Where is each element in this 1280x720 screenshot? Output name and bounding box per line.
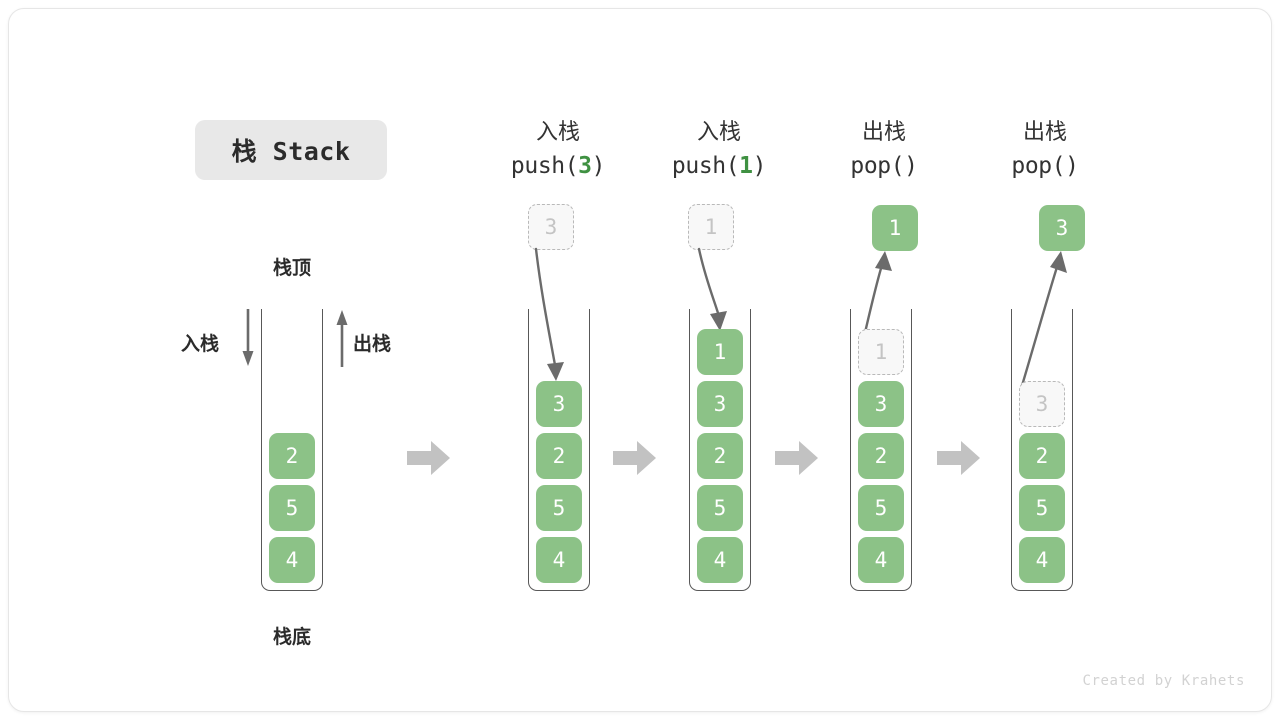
column-header-push-1: 入栈 push(1) — [629, 116, 809, 183]
column-header-code: pop() — [1011, 152, 1079, 179]
stack-top-label: 栈顶 — [272, 258, 311, 279]
column-header-pop-3: 出栈 pop() — [955, 116, 1135, 183]
push-motion-arrow-icon — [534, 247, 564, 381]
stack-cell: 4 — [536, 537, 582, 583]
pop-legend-label: 出栈 — [353, 334, 392, 355]
transition-arrow-icon — [613, 441, 656, 475]
diagram-card: 栈 Stack 栈顶 栈底 入栈 出栈 2 5 4 入栈 push(3) 3 — [8, 8, 1272, 712]
stack-container-pop-3: 3 2 5 4 — [1011, 309, 1073, 591]
stack-container-pop-1: 1 3 2 5 4 — [850, 309, 912, 591]
ghost-cell-push-1: 1 — [688, 204, 734, 250]
push-direction-arrow-icon — [242, 309, 254, 366]
stack-cell: 2 — [858, 433, 904, 479]
stack-frame — [261, 309, 323, 591]
stack-frame — [1011, 309, 1073, 591]
column-header-code: push(1) — [671, 152, 767, 179]
stack-cell: 2 — [1019, 433, 1065, 479]
pop-direction-arrow-icon — [336, 310, 348, 367]
stack-frame — [528, 309, 590, 591]
stack-cell: 5 — [536, 485, 582, 531]
popped-cell-3: 3 — [1039, 205, 1085, 251]
stack-cell: 4 — [1019, 537, 1065, 583]
stack-bottom-label: 栈底 — [272, 627, 311, 648]
stack-cell: 3 — [858, 381, 904, 427]
ghost-cell-popped: 1 — [858, 329, 904, 375]
ghost-cell-popped: 3 — [1019, 381, 1065, 427]
stack-frame — [689, 309, 751, 591]
column-header-code: pop() — [850, 152, 918, 179]
stack-cell: 3 — [697, 381, 743, 427]
stack-cell: 2 — [536, 433, 582, 479]
page-title: 栈 Stack — [231, 137, 351, 166]
popped-cell-1: 1 — [872, 205, 918, 251]
stack-cell: 5 — [697, 485, 743, 531]
diagram-title-pill: 栈 Stack — [195, 120, 387, 180]
column-header-cn: 出栈 — [1022, 119, 1067, 144]
column-header-cn: 入栈 — [696, 119, 741, 144]
ghost-cell-push-3: 3 — [528, 204, 574, 250]
stack-cell: 5 — [269, 485, 315, 531]
watermark: Created by Krahets — [1082, 673, 1245, 689]
stack-cell: 1 — [697, 329, 743, 375]
column-header-code: push(3) — [510, 152, 606, 179]
column-header-pop-1: 出栈 pop() — [794, 116, 974, 183]
stack-cell: 5 — [1019, 485, 1065, 531]
stack-cell: 4 — [269, 537, 315, 583]
pop-motion-arrow-icon — [1019, 251, 1067, 391]
transition-arrow-icon — [775, 441, 818, 475]
column-header-push-3: 入栈 push(3) — [468, 116, 648, 183]
stack-cell: 3 — [536, 381, 582, 427]
stack-cell: 2 — [697, 433, 743, 479]
push-motion-arrow-icon — [697, 247, 727, 331]
stack-cell: 5 — [858, 485, 904, 531]
push-legend-label: 入栈 — [181, 334, 220, 355]
stack-cell: 4 — [697, 537, 743, 583]
stack-container-push-3: 3 2 5 4 — [528, 309, 590, 591]
stack-container-initial: 2 5 4 — [261, 309, 323, 591]
column-header-cn: 出栈 — [861, 119, 906, 144]
stack-container-push-1: 1 3 2 5 4 — [689, 309, 751, 591]
stack-cell: 2 — [269, 433, 315, 479]
transition-arrow-icon — [407, 441, 450, 475]
stack-cell: 4 — [858, 537, 904, 583]
stack-frame — [850, 309, 912, 591]
column-header-cn: 入栈 — [535, 119, 580, 144]
transition-arrow-icon — [937, 441, 980, 475]
